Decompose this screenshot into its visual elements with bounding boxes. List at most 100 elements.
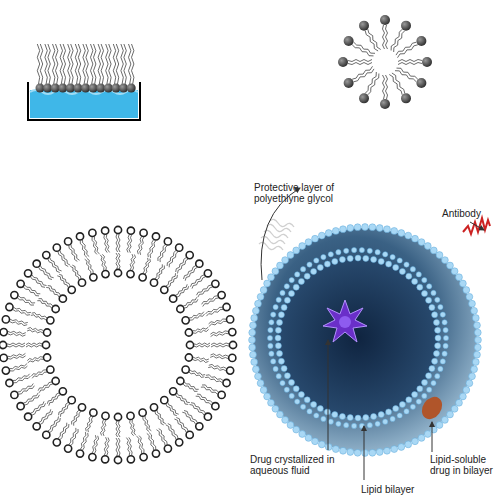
lipid-head — [278, 358, 284, 364]
lipid-tail — [211, 354, 229, 357]
lipid-head — [405, 441, 412, 448]
lipid-head — [257, 380, 264, 387]
lipid-tail — [206, 307, 223, 314]
lipid-head — [298, 392, 304, 398]
lipid-head — [284, 387, 289, 392]
lipid-head — [293, 284, 299, 290]
lipid-head — [272, 268, 279, 275]
lipid-head — [264, 280, 271, 287]
lipid-tail — [191, 275, 205, 287]
lipid-tail — [13, 309, 30, 315]
lipid-head — [152, 233, 159, 240]
lipid-head — [289, 393, 294, 398]
lipid-tail — [190, 405, 205, 416]
lipid-head — [24, 413, 31, 420]
lipid-tail — [8, 356, 26, 359]
lipid-head — [355, 255, 361, 261]
lipid-head — [0, 341, 7, 348]
lipid-tail — [107, 438, 110, 456]
lipid-head — [284, 297, 290, 303]
lipid-head — [328, 419, 333, 424]
lipid-tail — [126, 438, 129, 456]
lipid-head — [204, 270, 211, 277]
lipid-head — [90, 274, 97, 281]
lipid-head — [271, 359, 276, 364]
lipid-tail — [48, 259, 60, 273]
lipid-head — [90, 409, 97, 416]
lipid-tail — [398, 63, 422, 65]
lipid-head — [277, 262, 284, 269]
lipid-head — [472, 315, 479, 322]
lipid-tail — [211, 343, 229, 345]
lipid-tail — [10, 321, 28, 325]
lipid-head — [53, 244, 60, 251]
lipid-tail — [69, 246, 78, 262]
lipid-drug — [418, 393, 447, 423]
lipid-head — [347, 449, 354, 456]
lipid-tail — [197, 285, 212, 295]
lipid-head — [176, 439, 183, 446]
lipid-head — [186, 251, 193, 258]
lipid-head — [311, 402, 317, 408]
lipid-head — [410, 404, 415, 409]
lipid-head — [347, 225, 354, 232]
lipid-tail — [50, 257, 62, 271]
lipid-head — [359, 21, 369, 31]
lipid-head — [11, 292, 18, 299]
lipid-head — [223, 303, 230, 310]
lipid-head — [369, 449, 376, 456]
lipid-tail — [30, 401, 44, 413]
lipid-head — [422, 291, 428, 297]
lipid-head — [347, 255, 353, 261]
lipid-head — [89, 229, 96, 236]
lipid-head — [260, 287, 267, 294]
lipid-tail — [92, 237, 97, 254]
lipid-head — [406, 397, 412, 403]
lipid-tail — [118, 438, 120, 456]
lipid-tail — [174, 419, 186, 433]
lipid-head — [43, 329, 50, 336]
lipid-tail — [150, 241, 156, 258]
lipid-tail — [137, 237, 141, 255]
lipid-head — [386, 409, 392, 415]
lipid-head — [127, 84, 136, 93]
lipid-tail — [396, 42, 416, 55]
lipid-head — [260, 387, 267, 394]
lipid-head — [78, 279, 85, 286]
lipid-head — [429, 366, 435, 372]
lipid-tail — [166, 273, 176, 286]
lipid-tail — [175, 284, 187, 295]
lipid-tail — [82, 433, 88, 450]
lipid-tail — [202, 385, 219, 392]
lipid-head — [332, 446, 339, 453]
lipid-tail — [26, 345, 42, 347]
lipid-head — [431, 290, 436, 295]
lipid-head — [432, 358, 438, 364]
lipid-head — [376, 225, 383, 232]
lipid-head — [398, 230, 405, 237]
lipid-head — [384, 447, 391, 454]
lipid-head — [378, 412, 384, 418]
lipid-head — [176, 244, 183, 251]
lipid-tail — [75, 44, 77, 84]
lipid-tail — [391, 29, 402, 50]
lipid-head — [367, 423, 372, 428]
lipid-head — [33, 423, 40, 430]
lipid-head — [438, 366, 443, 371]
lipid-tail — [210, 356, 228, 359]
lipid-tail — [60, 44, 62, 84]
lipid-head — [127, 270, 134, 277]
lipid-head — [314, 258, 319, 263]
lipid-tail — [31, 315, 46, 320]
lipid-head — [139, 274, 146, 281]
lipid-head — [471, 307, 478, 314]
lipid-head — [52, 305, 59, 312]
lipid-tail — [98, 44, 100, 84]
water — [30, 90, 138, 118]
lipid-tail — [194, 345, 210, 347]
lipid-head — [257, 293, 264, 300]
lipid-tail — [82, 240, 89, 257]
lipid-head — [418, 435, 425, 442]
lipid-head — [47, 317, 54, 324]
lipid-head — [440, 312, 445, 317]
